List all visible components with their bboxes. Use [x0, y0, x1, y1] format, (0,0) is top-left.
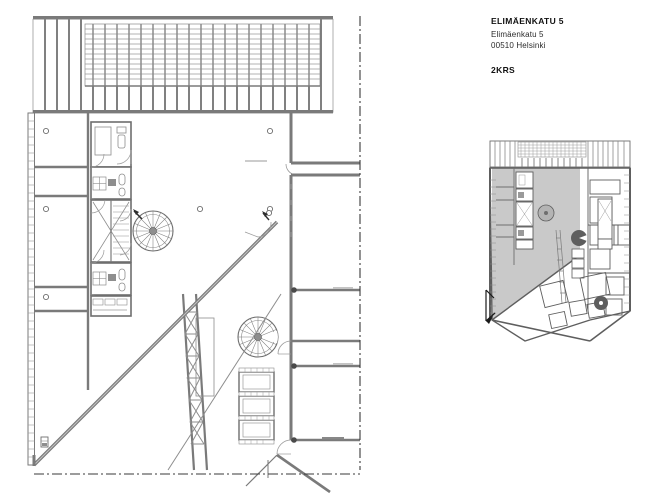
louvre-grid [84, 23, 321, 87]
address-line-1: Elimäenkatu 5 [491, 30, 544, 40]
north-arrow-icon [485, 289, 496, 324]
key-plan [485, 140, 631, 342]
key-west-partitions [496, 168, 515, 265]
diagonal-wall [32, 220, 279, 467]
main-floor-plan [27, 16, 361, 494]
west-rooms [34, 113, 274, 390]
east-rooms [245, 113, 360, 455]
shaft-stack [238, 367, 275, 445]
title-block: ELIMÄENKATU 5 Elimäenkatu 5 00510 Helsin… [491, 16, 641, 77]
left-hatched-wall [27, 112, 35, 466]
key-spiral-stair-upper [537, 204, 555, 222]
key-east-wall-hatch [624, 174, 630, 304]
key-south-wall [491, 319, 591, 342]
address-line-2: 00510 Helsinki [491, 40, 546, 50]
property-line [34, 16, 361, 475]
key-south-stair [594, 296, 608, 310]
mullions-lower [92, 19, 322, 112]
spiral-stair-lower [237, 316, 279, 358]
mullions-left [44, 19, 82, 112]
key-east-core [597, 198, 613, 250]
internal-diagonal-line [167, 293, 282, 471]
entrance-splay [245, 453, 331, 494]
wc-room-mid-lower [90, 249, 132, 309]
key-shaft-stack [571, 248, 585, 279]
core-stair-shaft [90, 199, 132, 263]
project-title: ELIMÄENKATU 5 [491, 16, 564, 26]
key-south-east-wall [589, 310, 631, 342]
diagonal-truss [181, 293, 215, 471]
key-curtain-wall [489, 140, 631, 168]
key-diagonal-wall [491, 254, 581, 321]
wc-room-mid-upper [90, 153, 132, 213]
stair-direction-arrow-upper [133, 209, 143, 220]
service-core-column [90, 121, 132, 317]
floor-label: 2KRS [491, 65, 516, 76]
key-south-rooms [539, 272, 625, 330]
wc-room-upper [90, 121, 132, 168]
corridor-door-diagonal [244, 209, 273, 238]
bottom-left-fixture [40, 436, 49, 448]
curtain-wall-band [32, 16, 334, 114]
key-service-core [515, 171, 534, 250]
core-room-bottom [90, 295, 132, 317]
key-spiral-stair-lower [571, 230, 588, 246]
